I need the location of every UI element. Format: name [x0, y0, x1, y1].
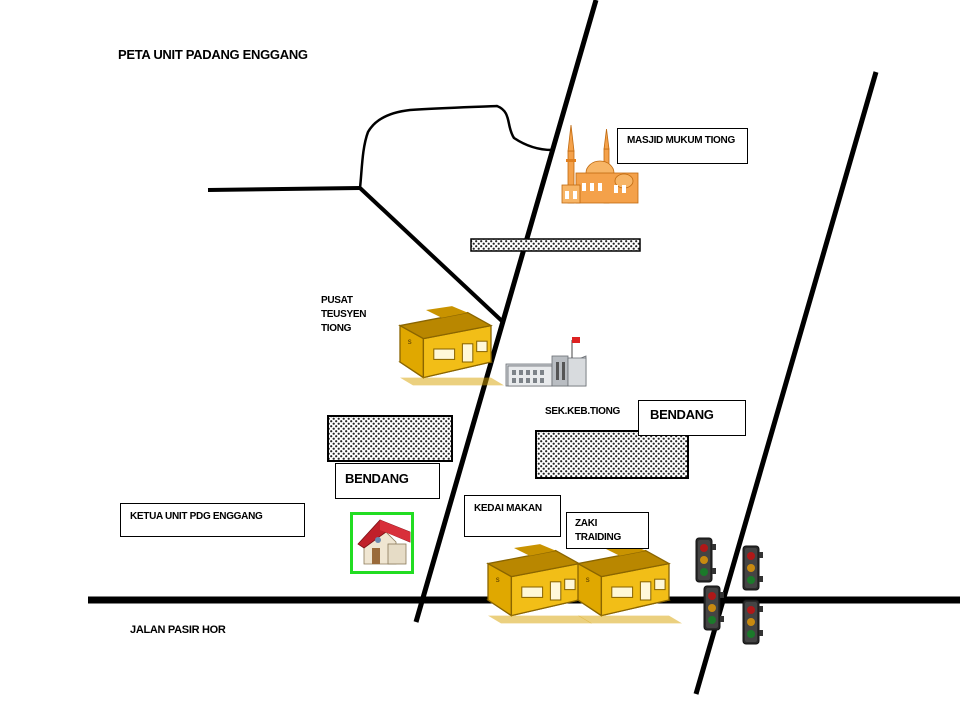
food-stall-label: KEDAI MAKAN: [474, 503, 542, 514]
map-title: PETA UNIT PADANG ENGGANG: [118, 47, 308, 62]
school-icon: [505, 337, 587, 387]
paddy-left-label: BENDANG: [345, 471, 409, 486]
paddy-left-label-box: BENDANG: [335, 463, 440, 499]
road-label: JALAN PASIR HOR: [130, 624, 226, 636]
mosque-icon: [561, 124, 639, 204]
school-label: SEK.KEB.TIONG: [545, 406, 620, 417]
shop-line-1: ZAKI: [575, 518, 598, 529]
diagonal-road-right: [693, 71, 879, 695]
mosque-label-box: MASJID MUKUM TIONG: [617, 128, 748, 164]
paddy-field-right: [535, 430, 689, 479]
paddy-right-label-box: BENDANG: [638, 400, 746, 436]
tuition-center-label: PUSAT TEUSYEN TIONG: [321, 294, 366, 336]
head-house-label: KETUA UNIT PDG ENGGANG: [130, 511, 263, 522]
paddy-right-label: BENDANG: [650, 407, 714, 422]
paddy-field-left: [327, 415, 453, 462]
shop-label-box: ZAKI TRAIDING: [566, 512, 649, 549]
paddy-field-top-strip: [470, 238, 641, 252]
mosque-label: MASJID MUKUM TIONG: [627, 135, 735, 146]
branch-road-horizontal: [207, 186, 361, 192]
traffic-light-icon: [695, 537, 717, 583]
head-house-label-box: KETUA UNIT PDG ENGGANG: [120, 503, 305, 537]
shop-line-2: TRAIDING: [575, 532, 621, 543]
winding-track: [358, 104, 553, 189]
diagonal-road-center: [413, 0, 599, 623]
food-stall-label-box: KEDAI MAKAN: [464, 495, 561, 537]
traffic-light-icon: [742, 545, 764, 591]
traffic-light-icon: [742, 599, 764, 645]
branch-road-diagonal: [358, 186, 505, 324]
tuition-line-2: TEUSYEN: [321, 309, 367, 320]
house-icon: [350, 512, 414, 574]
shop-icon: [577, 543, 683, 625]
tuition-line-1: PUSAT: [321, 295, 353, 306]
shop-label: ZAKI TRAIDING: [575, 517, 621, 545]
shop-icon: [487, 543, 593, 625]
tuition-line-3: TIONG: [321, 323, 352, 334]
